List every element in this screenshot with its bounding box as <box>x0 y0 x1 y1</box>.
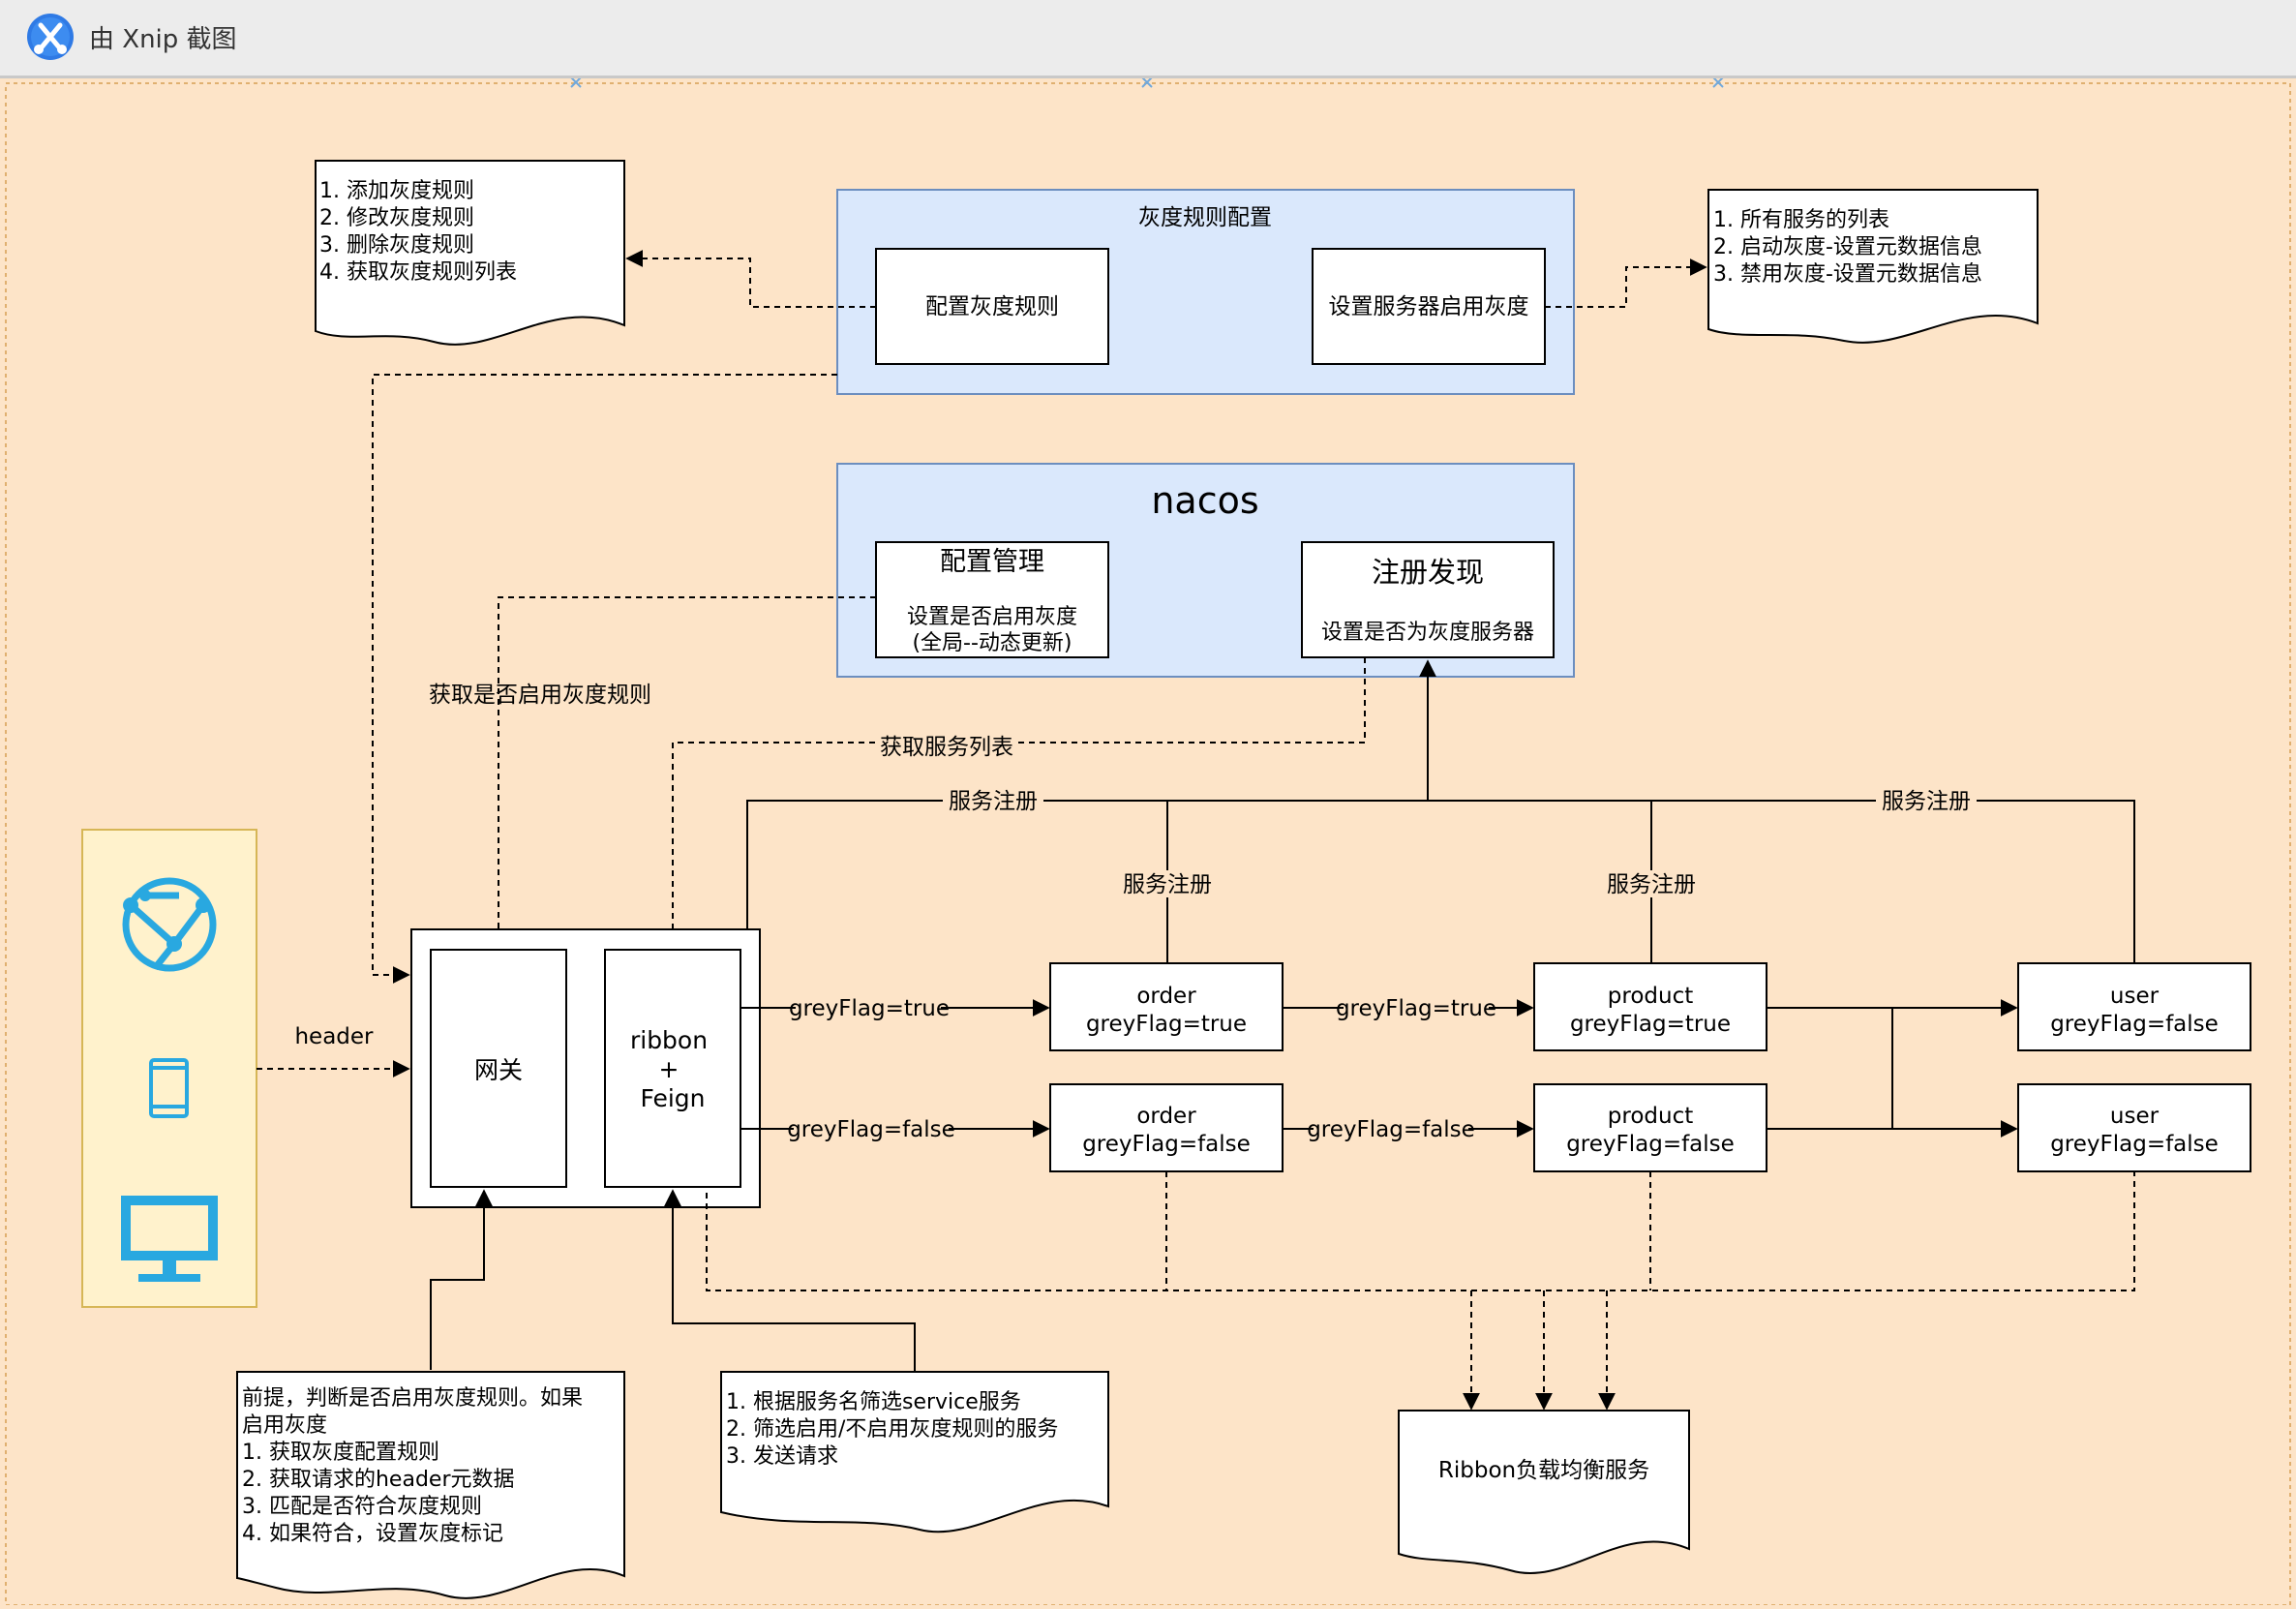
label-get-services: 获取服务列表 <box>880 735 1013 760</box>
order-false-box[interactable]: order greyFlag=false <box>1049 1083 1284 1172</box>
ribbon-lb-label: Ribbon负载均衡服务 <box>1438 1458 1649 1483</box>
svg-text:order: order <box>1136 1104 1196 1129</box>
xnip-logo-icon <box>27 14 74 60</box>
svg-text:greyFlag=false: greyFlag=false <box>1082 1132 1251 1157</box>
product-true-box[interactable]: product greyFlag=true <box>1533 962 1767 1051</box>
label-bg <box>1314 1116 1468 1141</box>
edge-discovery-to-ribbon <box>664 657 1366 949</box>
mobile-phone-icon <box>149 1058 189 1118</box>
diagram-canvas: 灰度规则配置 配置灰度规则 设置服务器启用灰度 1. 添加灰度规则 2. 修改灰… <box>0 76 2296 1606</box>
svg-text:greyFlag=false: greyFlag=false <box>2050 1012 2219 1037</box>
gateway-box[interactable] <box>430 949 567 1188</box>
label-register-1: 服务注册 <box>949 789 1038 814</box>
discovery-line1: 设置是否为灰度服务器 <box>1321 621 1534 645</box>
gateway-note-text: 前提，判断是否启用灰度规则。如果 启用灰度 1. 获取灰度配置规则 2. 获取请… <box>242 1386 589 1546</box>
label-bg <box>875 733 1016 758</box>
edge-server-to-list-doc <box>1545 258 1707 308</box>
config-grey-rule-label: 配置灰度规则 <box>925 294 1059 319</box>
grey-rule-ops-text: 1. 添加灰度规则 2. 修改灰度规则 3. 删除灰度规则 4. 获取灰度规则列… <box>319 179 517 285</box>
config-mgmt-line1: 设置是否启用灰度 <box>907 605 1077 629</box>
ribbon-feign-box[interactable] <box>604 949 741 1188</box>
lb-edges <box>706 1171 2135 1411</box>
edge-config-to-ops-doc <box>625 250 876 308</box>
user-true-box[interactable]: user greyFlag=false <box>2017 962 2251 1051</box>
label-bg <box>1117 870 1218 897</box>
discovery-title: 注册发现 <box>1372 556 1484 589</box>
edge-config-to-gateway <box>372 374 837 984</box>
discovery-box[interactable] <box>1301 541 1555 658</box>
config-mgmt-box[interactable] <box>875 541 1109 658</box>
gateway-note-doc <box>236 1371 625 1599</box>
flow-edges <box>740 999 2018 1138</box>
server-grey-enable-box[interactable] <box>1312 248 1546 365</box>
svg-text:greyFlag=true: greyFlag=true <box>1086 1012 1247 1037</box>
svg-text:greyFlag=true: greyFlag=true <box>1570 1012 1731 1037</box>
config-grey-rule-box[interactable] <box>875 248 1109 365</box>
label-register-2: 服务注册 <box>1882 789 1971 814</box>
label-bg <box>1601 870 1702 897</box>
svg-text:user: user <box>2110 984 2160 1009</box>
config-mgmt-line2: (全局--动态更新) <box>912 631 1072 655</box>
config-mgmt-title: 配置管理 <box>940 547 1044 577</box>
ribbon-note-doc <box>720 1371 1109 1533</box>
ribbon-lb-doc <box>1398 1410 1690 1574</box>
gateway-label: 网关 <box>474 1056 523 1084</box>
svg-text:user: user <box>2110 1104 2160 1129</box>
window-title: 由 Xnip 截图 <box>89 25 237 54</box>
svg-text:product: product <box>1608 984 1693 1009</box>
user-false-box[interactable]: user greyFlag=false <box>2017 1083 2251 1172</box>
label-register-3: 服务注册 <box>1123 872 1212 897</box>
title-bar: 由 Xnip 截图 <box>0 0 2296 78</box>
label-grey-true-2: greyFlag=true <box>1336 996 1496 1021</box>
svg-text:order: order <box>1136 984 1196 1009</box>
order-true-box[interactable]: order greyFlag=true <box>1049 962 1284 1051</box>
selection-handles <box>570 76 1724 88</box>
label-bg <box>796 995 941 1020</box>
ribbon-feign-label: ribbon + Feign <box>630 1026 715 1112</box>
service-list-text: 1. 所有服务的列表 2. 启动灰度-设置元数据信息 3. 禁用灰度-设置元数据… <box>1713 208 1989 287</box>
service-list-doc <box>1707 189 2039 344</box>
nacos-title: nacos <box>1151 479 1258 522</box>
label-get-enabled: 获取是否启用灰度规则 <box>429 683 651 708</box>
edge-config-mgmt-to-gateway <box>490 596 876 949</box>
label-bg <box>943 787 1043 814</box>
desktop-monitor-icon <box>121 1196 218 1282</box>
label-register-4: 服务注册 <box>1607 872 1696 897</box>
product-false-box[interactable]: product greyFlag=false <box>1533 1083 1767 1172</box>
label-grey-false-2: greyFlag=false <box>1307 1117 1475 1142</box>
server-grey-enable-label: 设置服务器启用灰度 <box>1329 294 1529 319</box>
grey-rule-ops-doc <box>315 160 625 346</box>
svg-text:greyFlag=false: greyFlag=false <box>1566 1132 1735 1157</box>
label-grey-false-1: greyFlag=false <box>787 1117 955 1142</box>
svg-text:greyFlag=false: greyFlag=false <box>2050 1132 2219 1157</box>
grey-config-title: 灰度规则配置 <box>1138 205 1272 230</box>
globe-nodes-icon <box>123 890 211 952</box>
label-grey-true-1: greyFlag=true <box>789 996 950 1021</box>
edge-note-to-ribbon <box>664 1189 916 1372</box>
label-header: header <box>294 1024 374 1049</box>
label-bg <box>1876 787 1977 814</box>
label-bg <box>1344 995 1489 1020</box>
label-bg <box>794 1116 949 1141</box>
ribbon-note-text: 1. 根据服务名筛选service服务 2. 筛选启用/不启用灰度规则的服务 3… <box>726 1390 1065 1469</box>
edge-note-to-gateway <box>430 1189 493 1370</box>
svg-text:product: product <box>1608 1104 1693 1129</box>
